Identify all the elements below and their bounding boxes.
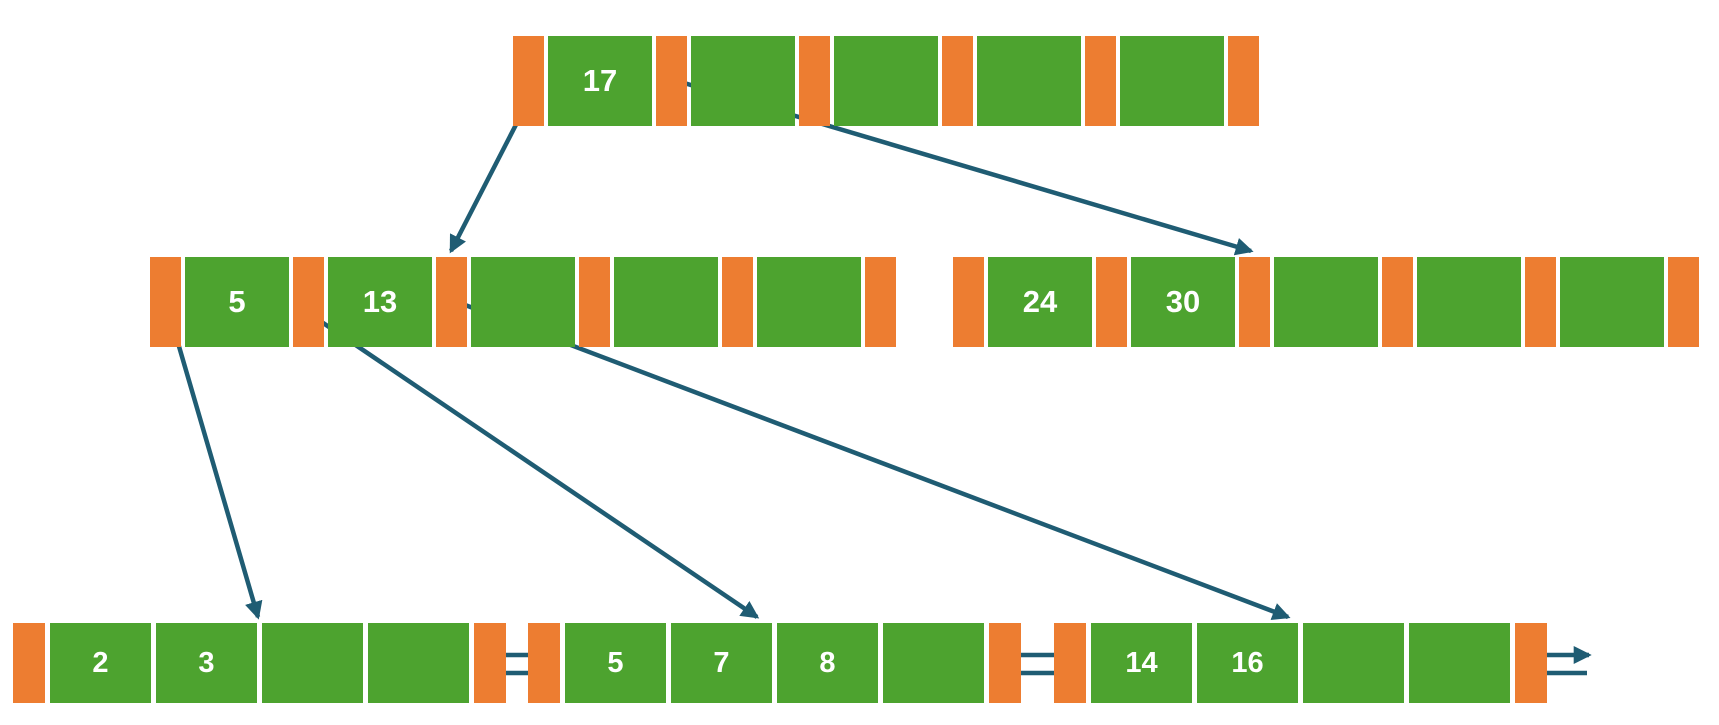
internal-node-left: 5 13 [150, 257, 896, 347]
pointer-cell [1239, 257, 1270, 347]
key-cell [1417, 257, 1521, 347]
key-cell [1409, 623, 1510, 703]
pointer-cell [989, 623, 1021, 703]
pointer-cell [1668, 257, 1699, 347]
key-cell: 14 [1091, 623, 1192, 703]
pointer-cell [293, 257, 324, 347]
key-cell: 7 [671, 623, 772, 703]
key-cell: 8 [777, 623, 878, 703]
pointer-cell [513, 36, 544, 126]
pointer-cell [722, 257, 753, 347]
key-cell: 16 [1197, 623, 1298, 703]
child-arrow-internal-to-leaf-middle [299, 306, 760, 619]
pointer-cell [865, 257, 896, 347]
pointer-cell [474, 623, 506, 703]
key-cell [757, 257, 861, 347]
key-cell: 13 [328, 257, 432, 347]
key-cell: 5 [565, 623, 666, 703]
key-cell: 24 [988, 257, 1092, 347]
key-cell [691, 36, 795, 126]
key-cell [614, 257, 718, 347]
key-cell [1274, 257, 1378, 347]
pointer-cell [942, 36, 973, 126]
pointer-cell [1228, 36, 1259, 126]
key-cell [1303, 623, 1404, 703]
pointer-cell [799, 36, 830, 126]
pointer-cell [1085, 36, 1116, 126]
pointer-cell [1054, 623, 1086, 703]
pointer-cell [953, 257, 984, 347]
pointer-cell [1525, 257, 1556, 347]
pointer-cell [1382, 257, 1413, 347]
key-cell: 17 [548, 36, 652, 126]
key-cell [1560, 257, 1664, 347]
key-cell [977, 36, 1081, 126]
pointer-cell [150, 257, 181, 347]
pointer-cell [1515, 623, 1547, 703]
key-cell: 3 [156, 623, 257, 703]
internal-node-right: 24 30 [953, 257, 1699, 347]
key-cell [471, 257, 575, 347]
key-cell [883, 623, 984, 703]
key-cell [1120, 36, 1224, 126]
pointer-cell [1096, 257, 1127, 347]
key-cell: 30 [1131, 257, 1235, 347]
key-cell: 5 [185, 257, 289, 347]
root-node: 17 [513, 36, 1259, 126]
key-cell [368, 623, 469, 703]
pointer-cell [436, 257, 467, 347]
child-arrow-internal-to-leaf-right [451, 297, 1291, 620]
key-cell: 2 [50, 623, 151, 703]
pointer-cell [579, 257, 610, 347]
key-cell [262, 623, 363, 703]
key-cell [834, 36, 938, 126]
pointer-cell [656, 36, 687, 126]
pointer-cell [13, 623, 45, 703]
pointer-cell [528, 623, 560, 703]
